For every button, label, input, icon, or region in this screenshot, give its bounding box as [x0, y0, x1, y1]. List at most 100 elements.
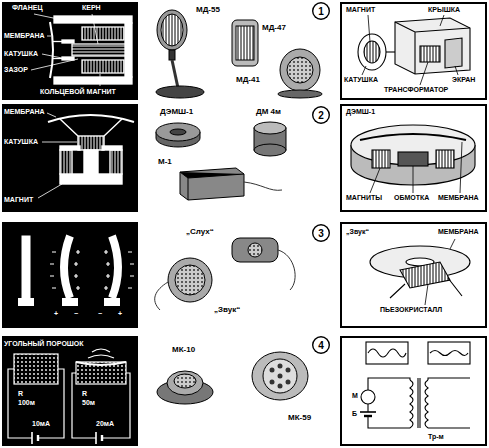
earpiece-photo: [175, 265, 205, 295]
microphone-photo: [172, 60, 178, 88]
piezo-crystal: [112, 236, 118, 298]
callout-circle: 4: [312, 336, 330, 354]
part-label: ЭКРАН: [452, 76, 475, 84]
headphone-photo: [244, 182, 282, 190]
speaker-section: [84, 150, 98, 174]
carbon-mic-photo: [270, 364, 291, 389]
carbon-mic-photo: [270, 368, 275, 373]
piezo-speaker-cutaway: [425, 284, 428, 305]
dynamic-mic-section: [62, 40, 74, 43]
microphone-photo: [161, 14, 183, 46]
carbon-mic-circuit: [8, 349, 130, 444]
part-label: МЕМБРАНА: [438, 228, 479, 236]
dark-panel: МЕМБРАНАКАТУШКАМАГНИТ: [2, 104, 138, 212]
headphone-photo: [254, 144, 286, 156]
microphone-cutaway: [445, 38, 462, 68]
dynamic-mic-section: [100, 74, 101, 86]
model-label: ДМ 4м: [256, 108, 281, 117]
piezo-crystal: [50, 252, 56, 288]
piezo-crystal: [18, 236, 134, 306]
microphone-cutaway: [358, 15, 470, 85]
speaker-section: [42, 142, 77, 143]
microphone-cutaway: [364, 41, 380, 63]
part-label: УГОЛЬНЫЙ ПОРОШОК: [4, 340, 84, 348]
mic-circuit-schematic: [428, 342, 470, 364]
speaker-section: [60, 119, 122, 136]
model-label: МК-59: [288, 414, 311, 423]
mic-circuit-schematic: [360, 411, 376, 413]
part-label: 50м: [82, 399, 95, 407]
speaker-cutaway: [351, 125, 475, 193]
microphone-cutaway: [395, 18, 470, 74]
part-label: +: [118, 310, 122, 318]
part-label: ОБМОТКА: [394, 194, 429, 202]
dark-panel-ground: [2, 222, 138, 328]
mic-circuit-schematic: [430, 351, 468, 356]
framed-panel: „Звук“МЕМБРАНАПЬЕЗОКРИСТАЛЛ: [340, 222, 487, 328]
dynamic-mic-section: [47, 36, 51, 37]
speaker-cutaway: [460, 142, 462, 193]
callout-number: 2: [318, 110, 324, 121]
part-label: МАГНИТЫ: [346, 194, 382, 202]
dynamic-mic-section: [54, 77, 132, 84]
model-label: МД-47: [262, 24, 286, 33]
mic-circuit-schematic: [410, 380, 413, 428]
dark-panel-ground: [2, 104, 138, 212]
piezo-crystal: [104, 250, 110, 290]
piezo-crystal: [128, 252, 134, 288]
dynamic-mic-section: [42, 54, 62, 58]
microphone-photo: [156, 86, 204, 98]
speaker-section: [48, 115, 134, 122]
part-label: МАГНИТ: [4, 196, 33, 204]
dynamic-mic-section: [31, 59, 78, 70]
part-label: МЕМБРАНА: [438, 194, 479, 202]
callout-number: 4: [318, 340, 324, 351]
headphone-photo: [156, 123, 200, 141]
part-label: R: [18, 390, 23, 398]
dark-panel: +−−+: [2, 222, 138, 328]
piezo-crystal: [64, 236, 70, 298]
speaker-section: [78, 136, 104, 150]
part-label: −: [74, 310, 78, 318]
part-label: +: [54, 310, 58, 318]
carbon-mic-circuit: [95, 432, 97, 444]
speaker-cutaway: [413, 166, 414, 193]
piezo-crystal: [104, 298, 120, 306]
model-label: МД-55: [196, 6, 220, 15]
carbon-mic-circuit: [101, 435, 103, 441]
part-label: МАГНИТ: [346, 6, 375, 14]
speaker-section: [60, 174, 122, 184]
part-label: „Звук“: [346, 228, 369, 236]
speaker-section: [38, 113, 134, 198]
microphone-cutaway: [368, 15, 370, 42]
dynamic-mic-section: [62, 57, 74, 60]
model-label: МК-10: [172, 346, 195, 355]
carbon-mic-circuit: [76, 362, 126, 384]
speaker-section: [60, 150, 72, 174]
headphone-photo: [170, 129, 186, 135]
part-label: ДЭМШ-1: [346, 108, 375, 116]
dynamic-mic-section: [92, 14, 98, 44]
callout-number: 1: [318, 6, 324, 17]
carbon-mic-photo: [286, 368, 291, 373]
part-label: R: [82, 390, 87, 398]
part-label: 100м: [18, 399, 35, 407]
speaker-section: [110, 150, 122, 174]
callout-circle: 3: [312, 224, 330, 242]
mic-circuit-schematic: [419, 378, 420, 428]
carbon-mic-photo: [278, 374, 283, 379]
mic-circuit-schematic: [368, 349, 406, 357]
piezo-speaker-cutaway: [370, 239, 470, 305]
part-label: ТРАНСФОРМАТОР: [384, 86, 448, 94]
model-label: МД-41: [236, 76, 260, 85]
microphone-photo: [169, 50, 175, 60]
piezo-crystal: [50, 250, 134, 290]
dynamic-mic-section: [31, 14, 132, 86]
model-label: ДЭМШ-1: [160, 108, 193, 117]
carbon-mic-circuit: [31, 432, 33, 444]
microphone-photo: [236, 26, 254, 60]
earpiece-photo: [155, 282, 168, 310]
piezo-crystal: [74, 250, 80, 290]
